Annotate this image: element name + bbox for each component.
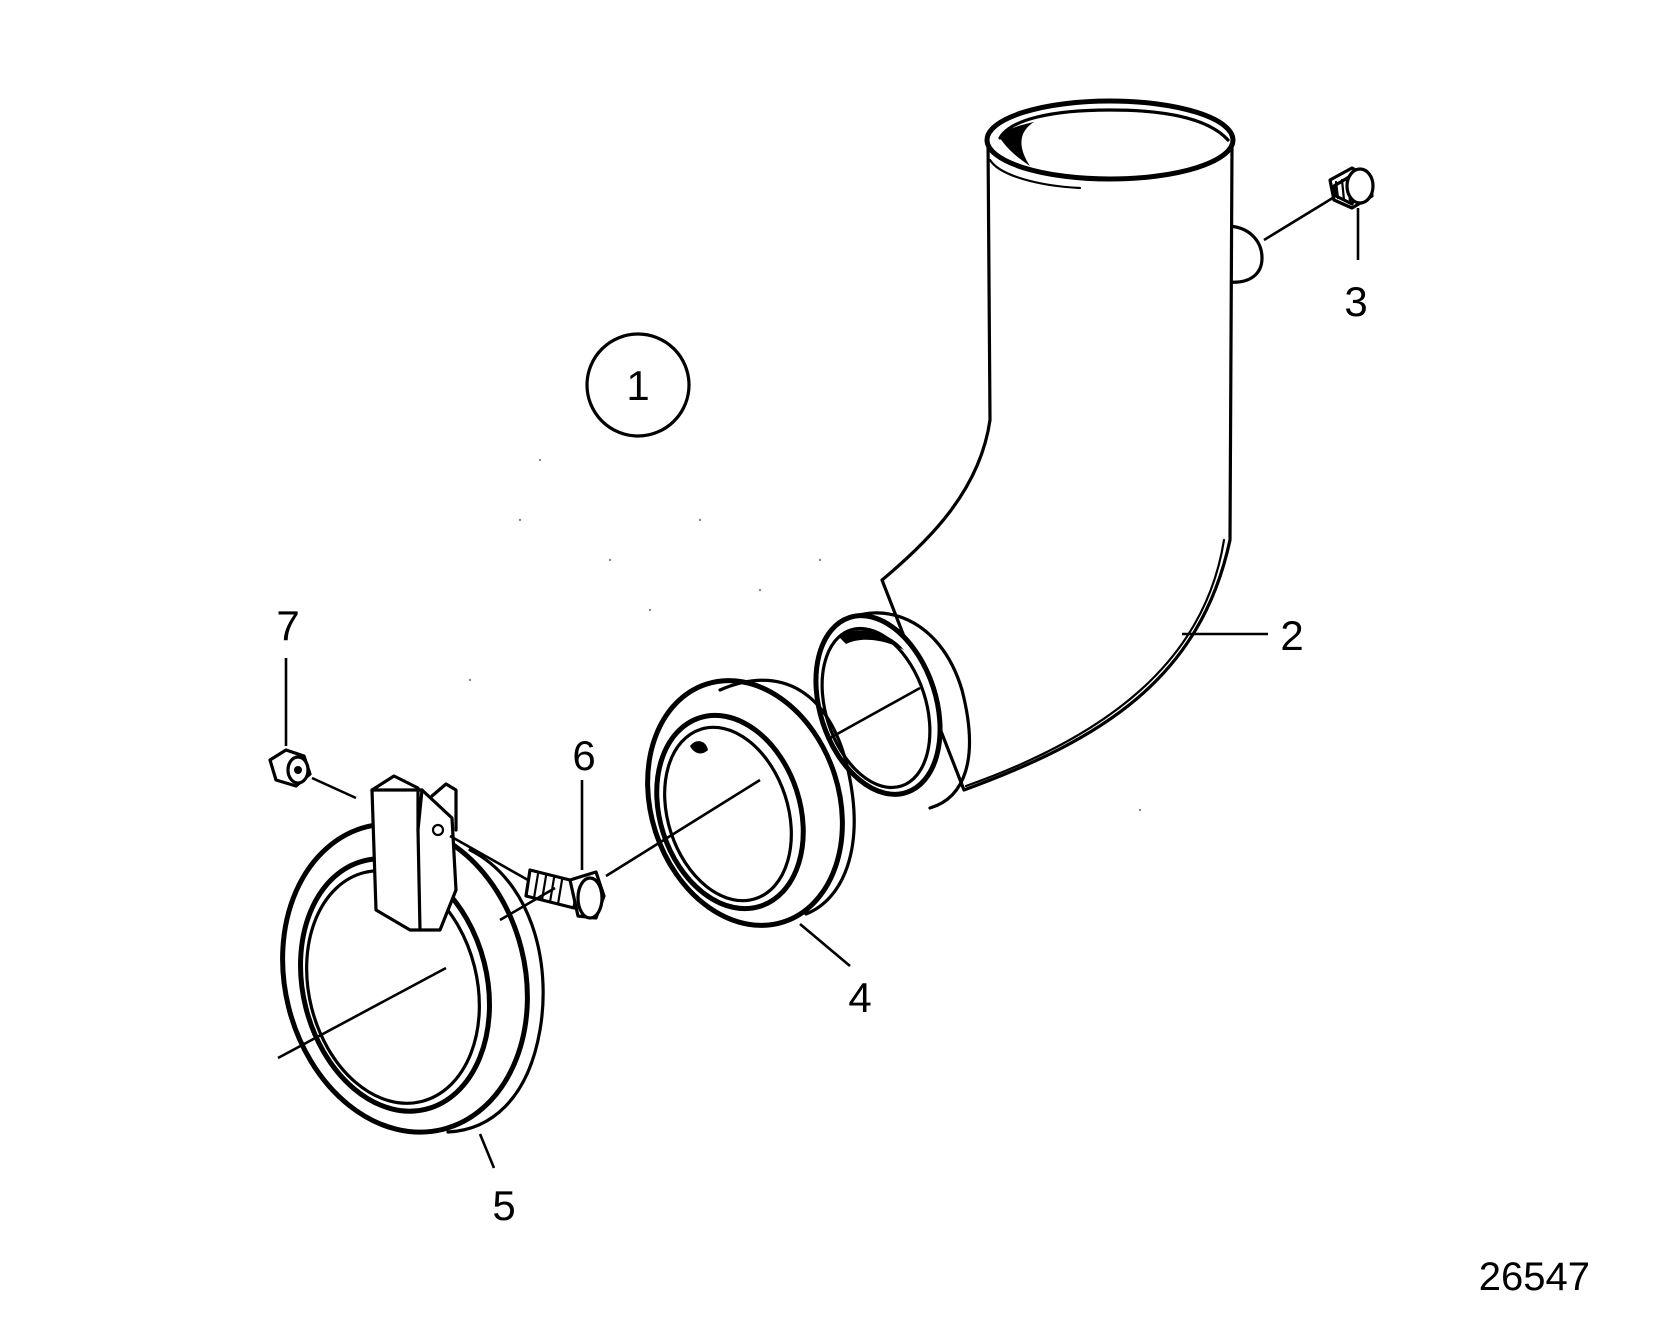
assembly-number: 1 — [626, 362, 649, 409]
figure-number: 26547 — [1479, 1255, 1590, 1299]
callout-leaders — [284, 208, 1360, 1169]
callout-4: 4 — [848, 974, 871, 1021]
callout-2: 2 — [1280, 612, 1303, 659]
assembly-axis — [277, 686, 921, 1060]
bolt — [524, 868, 606, 920]
callout-5: 5 — [492, 1182, 515, 1229]
assembly-number-badge: 1 — [585, 332, 691, 438]
nut — [268, 748, 312, 788]
plug — [1263, 166, 1375, 242]
hose-clamp — [280, 774, 545, 1135]
exhaust-elbow — [813, 98, 1264, 810]
callout-7: 7 — [276, 602, 299, 649]
callout-6: 6 — [572, 732, 595, 779]
rubber-bellows — [645, 678, 856, 928]
callout-3: 3 — [1344, 278, 1367, 325]
